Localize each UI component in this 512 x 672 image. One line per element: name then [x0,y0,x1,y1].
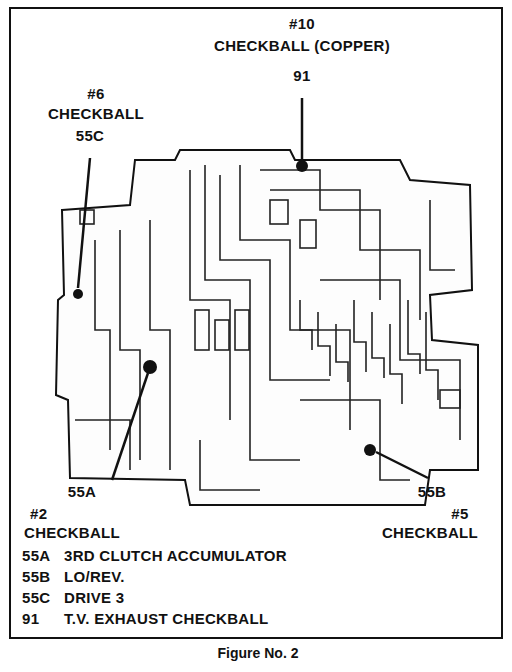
checkball-6 [73,289,83,299]
checkball-2 [143,360,157,374]
callout-number: 55C [76,128,104,145]
callout-number: 55A [22,548,50,565]
callout-number: 55A [68,484,96,501]
fluid-passages [75,165,460,490]
callout-number: #5 [451,506,468,523]
callout-number: 91 [22,611,39,628]
callout-number: 91 [293,68,310,85]
checkball-10 [296,160,308,172]
callout-number: 55C [22,590,50,607]
checkball-5 [364,444,376,456]
callout-label: CHECKBALL [48,106,144,123]
callout-label: CHECKBALL [24,525,120,542]
callout-label: T.V. EXHAUST CHECKBALL [64,611,268,628]
frame [10,8,502,638]
callout-number: 3RD CLUTCH ACCUMULATOR [64,548,287,565]
callout-number: #2 [30,506,47,523]
callout-label: LO/REV. [64,569,125,586]
leader-lines [78,98,428,480]
callout-number: 55B [418,484,446,501]
callout-number: 55B [22,569,50,586]
callout-number: #10 [289,16,315,33]
callout-number: #6 [87,86,104,103]
valve-body-outline [56,150,478,505]
callout-label: CHECKBALL (COPPER) [214,38,390,55]
figure-caption: Figure No. 2 [218,645,299,661]
callout-label: DRIVE 3 [64,590,124,607]
callout-label: CHECKBALL [382,525,478,542]
